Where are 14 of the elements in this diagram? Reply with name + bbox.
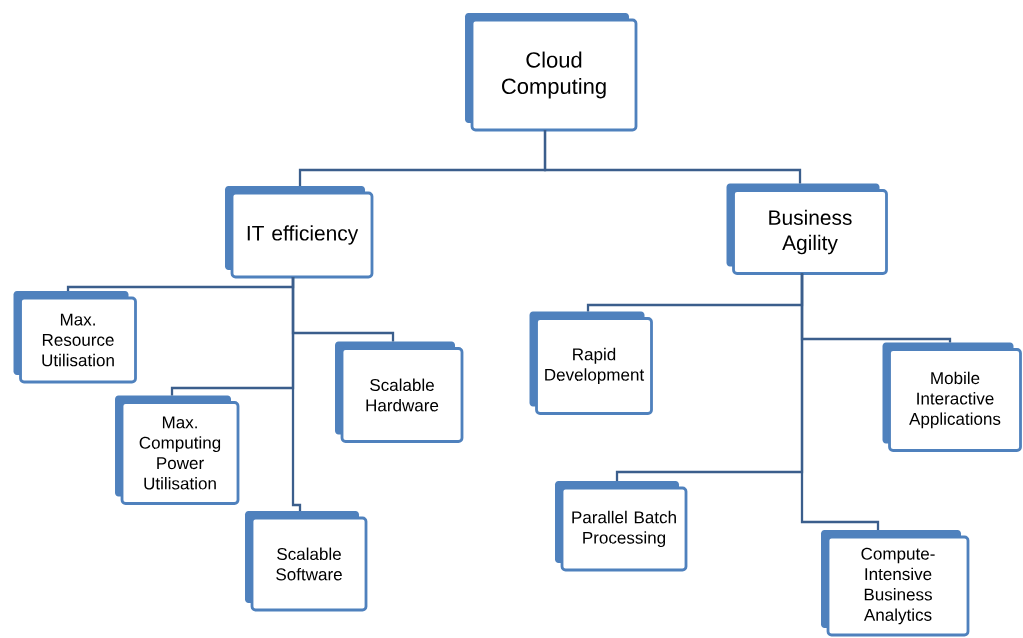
- process-box: Rapid Development: [529, 311, 653, 415]
- process-box: IT efficiency: [225, 186, 374, 279]
- connector: [800, 273, 880, 530]
- process-box: Scalable Software: [245, 511, 368, 612]
- process-box: Business Agility: [726, 183, 888, 275]
- connector: [291, 277, 302, 511]
- process-box: Max. Computing Power Utilisation: [115, 395, 240, 505]
- process-box: Compute-Intensive Business Analytics: [821, 530, 970, 637]
- process-box: Max. Resource Utilisation: [13, 291, 137, 384]
- process-box: Mobile Interactive Applications: [882, 342, 1022, 452]
- process-box: Scalable Hardware: [335, 341, 464, 443]
- connector: [543, 130, 802, 184]
- process-box: Parallel Batch Processing: [555, 481, 688, 572]
- process-box: Cloud Computing: [465, 13, 638, 132]
